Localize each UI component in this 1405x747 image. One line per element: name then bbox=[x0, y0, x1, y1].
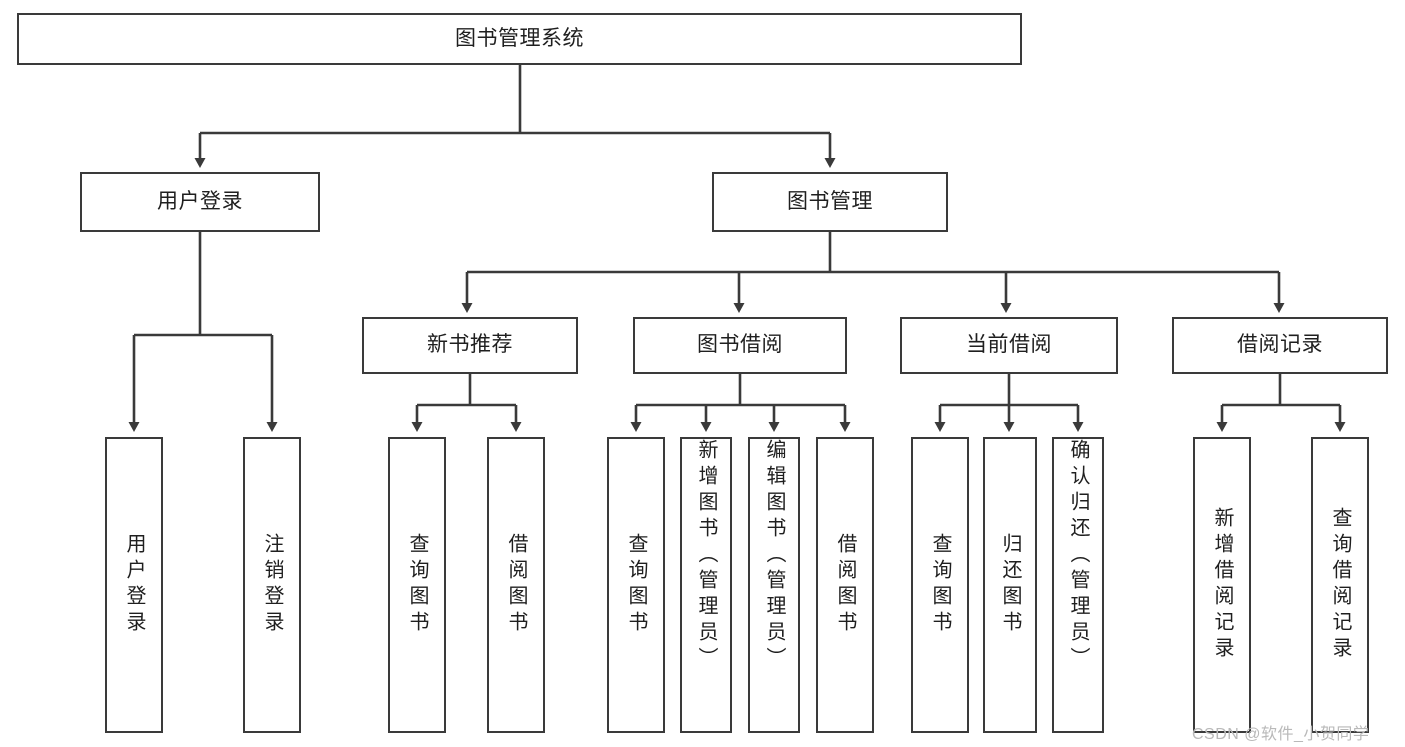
leaf-label: 查询图书 bbox=[625, 533, 647, 637]
leaf-label: 归还图书 bbox=[999, 533, 1021, 637]
leaf-book-borrow-query-book[interactable]: 查询图书 bbox=[607, 437, 665, 733]
node-book-borrow[interactable]: 图书借阅 bbox=[633, 317, 847, 374]
node-user-login[interactable]: 用户登录 bbox=[80, 172, 320, 232]
node-label: 当前借阅 bbox=[966, 333, 1052, 357]
leaf-book-borrow-borrow-book[interactable]: 借阅图书 bbox=[816, 437, 874, 733]
leaf-book-borrow-add-book-admin[interactable]: 新增图书（管理员） bbox=[680, 437, 732, 733]
node-current-borrow[interactable]: 当前借阅 bbox=[900, 317, 1118, 374]
leaf-book-borrow-edit-book-admin[interactable]: 编辑图书（管理员） bbox=[748, 437, 800, 733]
leaf-user-login-login[interactable]: 用户登录 bbox=[105, 437, 163, 733]
node-book-management[interactable]: 图书管理 bbox=[712, 172, 948, 232]
leaf-new-book-query-book[interactable]: 查询图书 bbox=[388, 437, 446, 733]
leaf-label: 确认归还（管理员） bbox=[1067, 439, 1089, 673]
node-label: 图书借阅 bbox=[697, 333, 783, 357]
leaf-label: 新增借阅记录 bbox=[1211, 507, 1233, 663]
node-new-book-recommend[interactable]: 新书推荐 bbox=[362, 317, 578, 374]
leaf-current-borrow-query-book[interactable]: 查询图书 bbox=[911, 437, 969, 733]
node-root-book-management-system[interactable]: 图书管理系统 bbox=[17, 13, 1022, 65]
leaf-borrow-record-add-record[interactable]: 新增借阅记录 bbox=[1193, 437, 1251, 733]
leaf-borrow-record-query-record[interactable]: 查询借阅记录 bbox=[1311, 437, 1369, 733]
leaf-label: 查询借阅记录 bbox=[1329, 507, 1351, 663]
leaf-user-login-logout[interactable]: 注销登录 bbox=[243, 437, 301, 733]
node-label: 用户登录 bbox=[157, 189, 243, 213]
node-label: 图书管理 bbox=[787, 189, 873, 213]
leaf-new-book-borrow-book[interactable]: 借阅图书 bbox=[487, 437, 545, 733]
node-borrow-record[interactable]: 借阅记录 bbox=[1172, 317, 1388, 374]
leaf-label: 新增图书（管理员） bbox=[695, 439, 717, 673]
leaf-label: 借阅图书 bbox=[834, 533, 856, 637]
leaf-label: 查询图书 bbox=[929, 533, 951, 637]
leaf-label: 查询图书 bbox=[406, 533, 428, 637]
leaf-label: 用户登录 bbox=[123, 533, 145, 637]
node-label: 图书管理系统 bbox=[455, 26, 584, 50]
leaf-current-borrow-confirm-return-admin[interactable]: 确认归还（管理员） bbox=[1052, 437, 1104, 733]
leaf-label: 注销登录 bbox=[261, 533, 283, 637]
leaf-current-borrow-return-book[interactable]: 归还图书 bbox=[983, 437, 1037, 733]
watermark-csdn: CSDN @软件_小贺同学 bbox=[1192, 726, 1370, 743]
leaf-label: 借阅图书 bbox=[505, 533, 527, 637]
node-label: 借阅记录 bbox=[1237, 333, 1323, 357]
leaf-label: 编辑图书（管理员） bbox=[763, 439, 785, 673]
node-label: 新书推荐 bbox=[427, 333, 513, 357]
